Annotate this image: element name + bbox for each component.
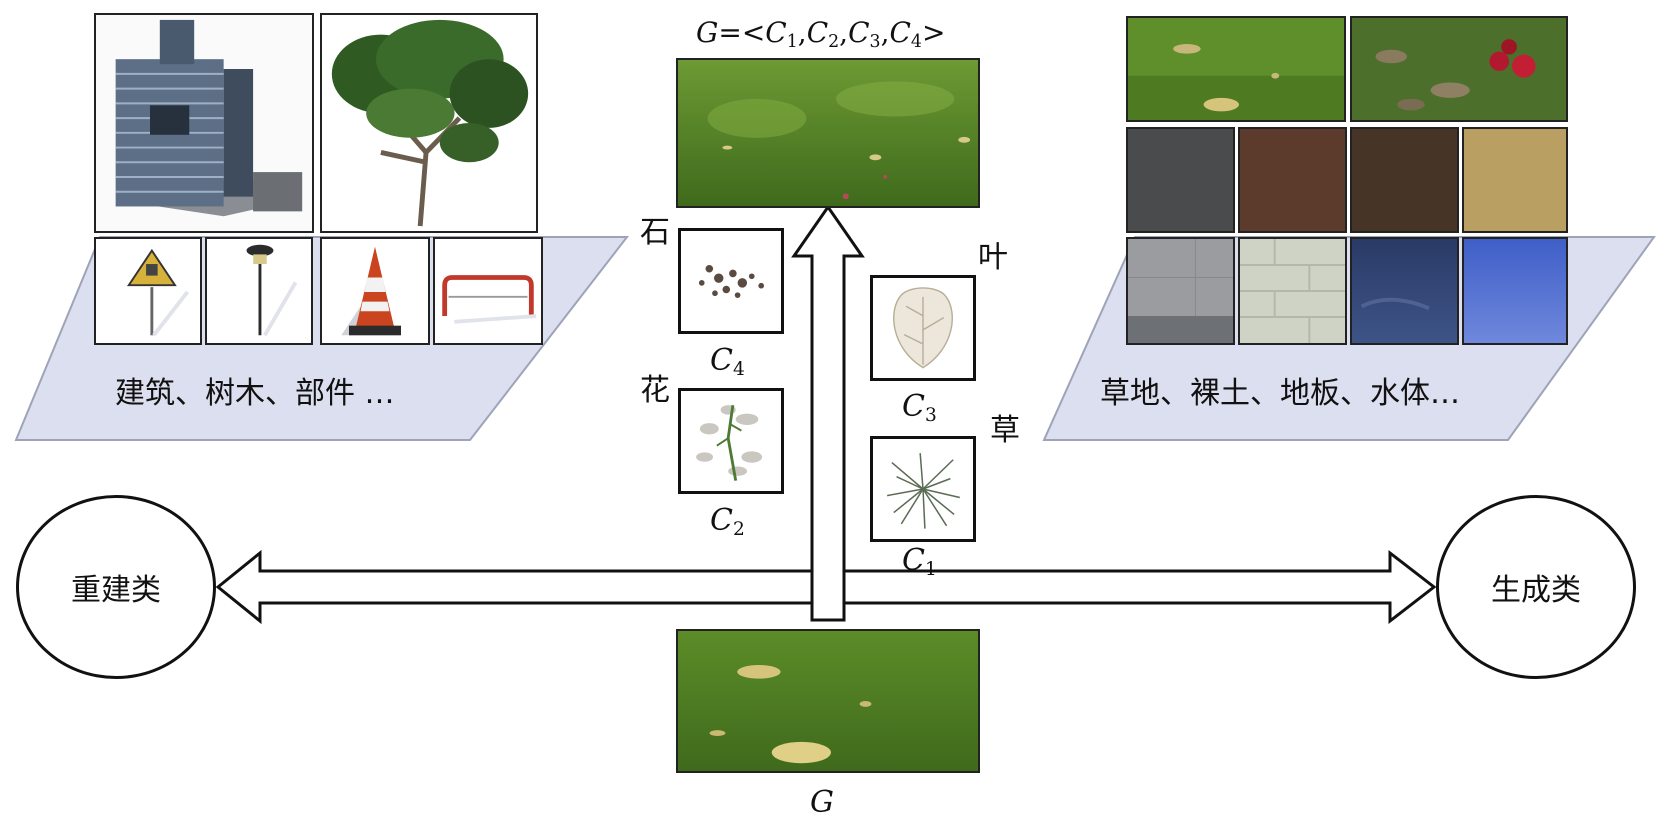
component-c2-tag: 花	[640, 373, 670, 408]
formula-c3: C	[848, 16, 870, 49]
railing-model-image	[433, 237, 543, 345]
texture-brown-soil	[1238, 127, 1347, 233]
component-c3-label: C3	[902, 392, 937, 426]
building-model-image	[94, 13, 314, 233]
left-panel-caption: 建筑、树木、部件 …	[115, 376, 395, 411]
component-grass-image	[870, 436, 976, 542]
upward-arrow	[791, 204, 865, 622]
component-leaf-image	[870, 275, 976, 381]
formula-c2: C	[806, 16, 829, 49]
component-c1-label: C1	[902, 546, 937, 580]
right-panel-caption: 草地、裸土、地板、水体…	[1100, 376, 1460, 411]
formula-close: >	[921, 16, 946, 49]
component-flower-image	[678, 388, 784, 494]
formula-c1-sub: 1	[786, 31, 798, 52]
component-c4-tag: 石	[640, 215, 670, 250]
component-c4-sub: 4	[732, 359, 745, 381]
component-c2-sub: 2	[732, 519, 745, 541]
component-c4-var: C	[710, 343, 733, 378]
reconstruction-class-node: 重建类	[16, 495, 216, 679]
texture-sand	[1462, 127, 1568, 233]
generation-class-node: 生成类	[1436, 495, 1636, 679]
component-c1-var: C	[902, 543, 925, 578]
reconstruction-class-label: 重建类	[71, 573, 161, 608]
formula-comma-3: ,	[880, 16, 890, 49]
component-c3-tag: 叶	[978, 240, 1008, 275]
texture-blue-water	[1462, 237, 1568, 345]
formula-g: G	[696, 16, 719, 49]
traffic-cone-model-image	[320, 237, 430, 345]
street-lamp-model-image	[205, 237, 313, 345]
formula-c2-sub: 2	[828, 31, 840, 52]
texture-grass-flowers	[1350, 16, 1568, 122]
component-c4-label: C4	[710, 346, 745, 380]
warning-sign-model-image	[94, 237, 202, 345]
generation-class-label: 生成类	[1491, 573, 1581, 608]
texture-grass-leaves	[1126, 16, 1346, 122]
component-c2-label: C2	[710, 506, 745, 540]
texture-dark-water	[1350, 237, 1459, 345]
texture-dark-soil	[1350, 127, 1459, 233]
formula-c4-sub: 4	[910, 31, 922, 52]
component-c1-tag: 草	[990, 413, 1020, 448]
texture-concrete-slab	[1126, 237, 1235, 345]
component-c3-var: C	[902, 389, 925, 424]
formula-c4: C	[889, 16, 911, 49]
component-c2-var: C	[710, 503, 733, 538]
component-c3-sub: 3	[924, 405, 937, 427]
formula-eq: =<	[718, 16, 766, 49]
texture-tile-floor	[1238, 237, 1347, 345]
component-stone-image	[678, 228, 784, 334]
formula-c3-sub: 3	[869, 31, 881, 52]
source-image-caption: G	[810, 785, 834, 820]
texture-dark-gray	[1126, 127, 1235, 233]
formula-c1: C	[765, 16, 787, 49]
formula-comma-1: ,	[797, 16, 807, 49]
composition-formula: G=<C1,C2,C3,C4>	[696, 16, 945, 52]
formula-comma-2: ,	[839, 16, 849, 49]
component-c1-sub: 1	[924, 559, 937, 581]
source-grass-image	[676, 629, 980, 773]
tree-model-image	[320, 13, 538, 233]
composed-grass-image	[676, 58, 980, 208]
